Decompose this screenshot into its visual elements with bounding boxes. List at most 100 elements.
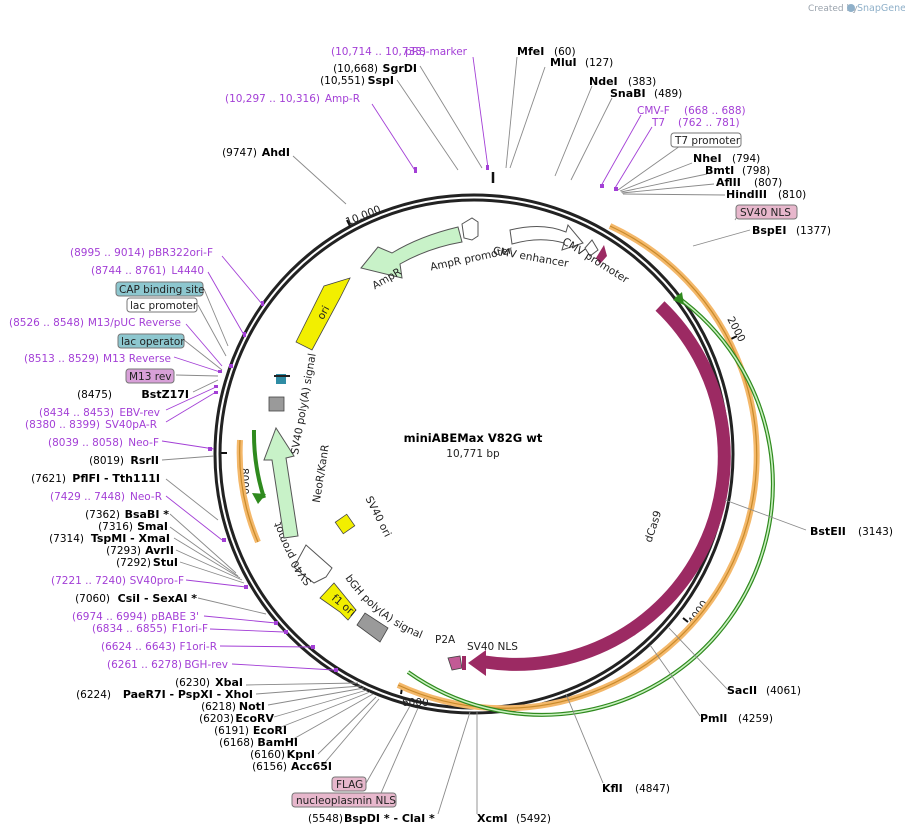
primer-pbr322-name: pBR322ori-F [148, 247, 213, 259]
primer-t7-mark [614, 187, 618, 191]
primer-ebv-range: (8434 .. 8453) [39, 407, 114, 419]
primer-sv40pa-name: SV40pA-R [105, 419, 157, 431]
feature-cmv-enhancer-label: CMV enhancer [492, 245, 570, 270]
primer-prs-name: pRS-marker [405, 46, 468, 58]
site-kfli-name: KflI [602, 782, 623, 795]
neokanr-feature [263, 426, 299, 539]
site-smai-pos: (7316) [98, 521, 133, 533]
m13-rev-label: M13 rev [129, 371, 172, 383]
site-paer7i-name: PaeR7I - PspXI - XhoI [123, 688, 253, 701]
site-pflfi-pos: (7621) [31, 473, 66, 485]
site-avrii-pos: (7293) [106, 545, 141, 557]
site-sspi-pos: (10,551) [320, 75, 365, 87]
site-sacii-name: SacII [727, 684, 757, 697]
site-bsteii-pos: (3143) [858, 526, 893, 538]
site-ndei-pos: (383) [628, 76, 656, 88]
p2a-feature [447, 655, 463, 671]
site-sgrdi-name: SgrDI [383, 62, 417, 75]
cmv-enhancer-feature [509, 223, 584, 251]
site-paer7i-pos: (6224) [76, 689, 111, 701]
site-bsteii-name: BstEII [810, 525, 846, 538]
sv40-nls-feature [462, 656, 466, 670]
cmv-promoter-feature [584, 239, 599, 257]
primer-neo-r-range: (7429 .. 7448) [50, 491, 125, 503]
site-acc65i-pos: (6156) [252, 761, 287, 773]
site-pmli-pos: (4259) [738, 713, 773, 725]
snapgene-logo-icon [847, 4, 855, 12]
site-bspdi-pos: (5548) [308, 813, 343, 825]
primer-f1ori-r-range: (6624 .. 6643) [101, 641, 176, 653]
site-bmti-pos: (798) [742, 165, 770, 177]
site-bspei-name: BspEI [752, 224, 786, 237]
primer-ampr-name: Amp-R [325, 93, 360, 105]
ampr-promoter-feature [461, 217, 479, 241]
site-nhei-name: NheI [693, 152, 722, 165]
primer-ampr-range: (10,297 .. 10,316) [225, 93, 320, 105]
primer-pbabe-range: (6974 .. 6994) [72, 611, 147, 623]
site-pflfi-name: PflFI - Tth111I [72, 472, 160, 485]
site-snabi-pos: (489) [654, 88, 682, 100]
site-snabi-name: SnaBI [610, 87, 646, 100]
lac-operator-feature [276, 374, 286, 384]
primer-prs-range: (10,714 .. 10,733) [331, 46, 426, 58]
site-pmli-name: PmlI [700, 712, 727, 725]
primer-m13puc-name: M13/pUC Reverse [88, 317, 181, 329]
site-ecorv-name: EcoRV [235, 712, 274, 725]
primer-neo-f-range: (8039 .. 8058) [48, 437, 123, 449]
primer-neo-f-name: Neo-F [128, 437, 159, 449]
credit-brand: SnapGene [857, 3, 905, 14]
tick-label-6000: 6000 [402, 697, 429, 709]
site-bstz17i-name: BstZ17I [141, 388, 189, 401]
feature-dcas9-label: dCas9 [643, 509, 664, 544]
site-sacii-pos: (4061) [766, 685, 801, 697]
neo-cds-band-green [251, 429, 266, 499]
backbone-outer [213, 193, 735, 715]
site-mlui-pos: (127) [585, 57, 613, 69]
site-hindiii-name: HindIII [726, 188, 767, 201]
nucleoplasmin-nls-label: nucleoplasmin NLS [296, 795, 396, 807]
site-bsabi-name: BsaBI * [125, 508, 170, 521]
sv40-nls-box-label: SV40 NLS [740, 207, 791, 219]
cmv-promoter-marker [596, 245, 607, 264]
primer-f1ori-r-name: F1ori-R [180, 641, 217, 653]
site-tspmi-name: TspMI - XmaI [91, 532, 170, 545]
lac-promoter-box [126, 297, 198, 313]
tick-mark-10000 [346, 219, 351, 227]
primer-m13puc-range: (8526 .. 8548) [9, 317, 84, 329]
cds-band-green-inner [407, 295, 774, 716]
site-smai-name: SmaI [137, 520, 168, 533]
site-bstz17i-pos: (8475) [77, 389, 112, 401]
primer-pbabe-name: pBABE 3' [151, 611, 199, 623]
lac-promoter-label: lac promoter [130, 300, 198, 312]
feature-sv40-polya-label: SV40 poly(A) signal [289, 352, 319, 455]
site-kfli-pos: (4847) [635, 783, 670, 795]
plasmid-name: miniABEMax V82G wt [404, 431, 543, 445]
ampr-feature [360, 226, 463, 279]
site-bsabi-pos: (7362) [85, 509, 120, 521]
sv40-ori-feature [334, 513, 356, 535]
site-rsrii-pos: (8019) [89, 455, 124, 467]
primer-l4440-range: (8744 .. 8761) [91, 265, 166, 277]
nucleoplasmin-nls-box [291, 792, 397, 808]
site-ecori-pos: (6191) [214, 725, 249, 737]
plasmid-length: 10,771 bp [446, 448, 500, 460]
site-noti-pos: (6218) [201, 701, 236, 713]
primer-pbr322-range: (8995 .. 9014) [70, 247, 145, 259]
t7-promoter-label: T7 promoter [674, 135, 741, 147]
credit-prefix: Created by [808, 4, 858, 14]
f1-ori-feature [319, 582, 357, 621]
neo-cds-band-arrowhead [252, 493, 266, 504]
site-ndei-name: NdeI [589, 75, 618, 88]
site-bmti-name: BmtI [705, 164, 734, 177]
sv40-polya-feature [268, 396, 285, 412]
orf-band-outer-line [397, 225, 758, 709]
site-tspmi-pos: (7314) [49, 533, 84, 545]
cap-binding-site-box [115, 281, 204, 297]
site-avrii-name: AvrII [145, 544, 174, 557]
site-ahdi-pos: (9747) [222, 147, 257, 159]
flag-label: FLAG [336, 779, 363, 791]
site-hindiii-pos: (810) [778, 189, 806, 201]
feature-neokanr-label: NeoR/KanR [311, 444, 332, 504]
site-xbai-name: XbaI [215, 676, 243, 689]
